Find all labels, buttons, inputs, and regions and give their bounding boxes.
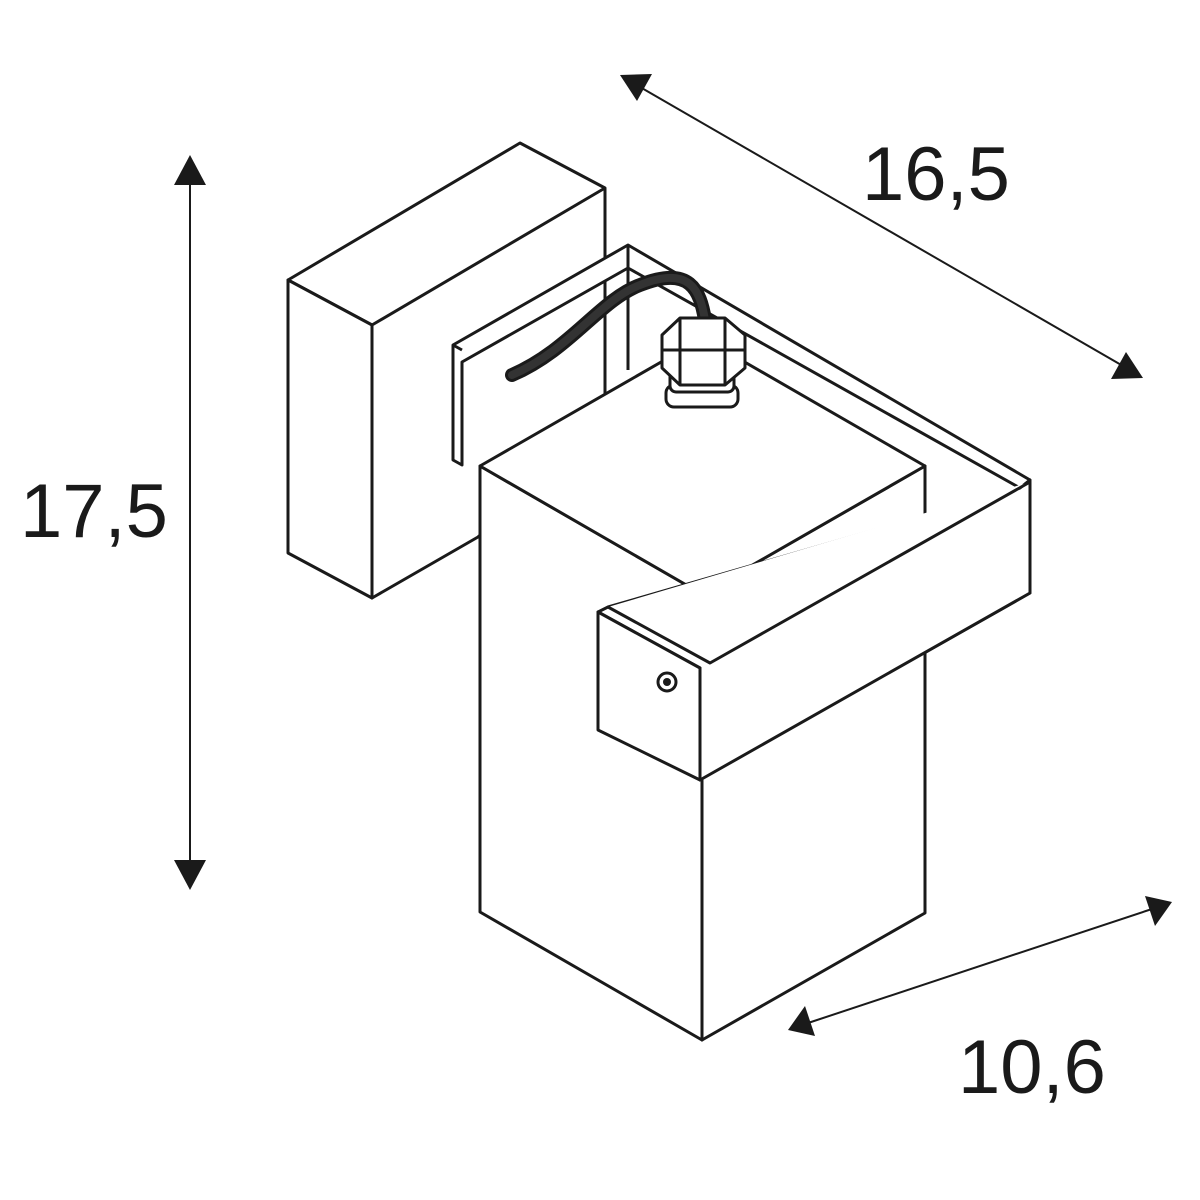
width-dimension: 10,6 [788, 896, 1172, 1110]
cable-gland [660, 316, 747, 409]
depth-dimension: 16,5 [620, 74, 1143, 379]
height-dimension: 17,5 [20, 155, 206, 890]
bracket-front-arm [596, 478, 1032, 782]
depth-label: 16,5 [862, 132, 1010, 217]
height-label: 17,5 [20, 469, 168, 554]
width-label: 10,6 [958, 1025, 1106, 1110]
